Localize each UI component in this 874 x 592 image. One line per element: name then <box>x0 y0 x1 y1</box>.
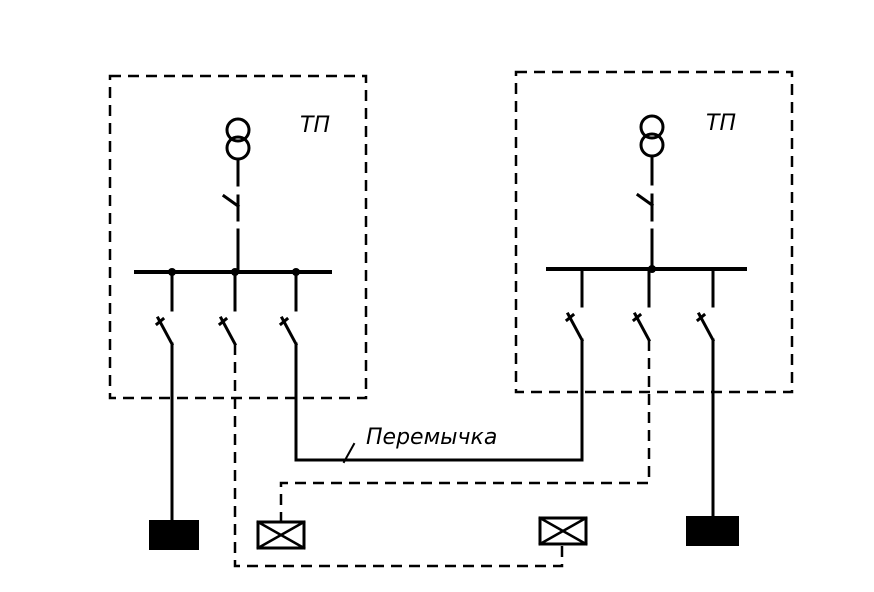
jumper-leader <box>342 442 356 464</box>
cable-left-dashed <box>233 344 564 568</box>
feeder-switch-left-2-icon <box>217 270 238 347</box>
feeder-switch-right-2-icon <box>631 267 652 343</box>
feeder-switch-right-1-icon <box>564 267 585 343</box>
feeder-switch-right-3-icon <box>695 267 716 518</box>
incoming-switch-left-icon <box>221 193 241 274</box>
cable-box-left-icon <box>256 520 306 550</box>
incoming-switch-right-icon <box>635 192 655 271</box>
feeder-switch-left-3-icon <box>278 270 299 347</box>
substation-right-boundary <box>514 70 794 394</box>
jumper-label: Перемычка <box>366 425 497 450</box>
cable-right-dashed <box>279 340 651 522</box>
jumper-line <box>294 338 584 462</box>
substation-left: ТП <box>108 74 368 522</box>
cable-box-right-icon <box>538 516 588 546</box>
load-block-right <box>686 516 739 546</box>
substation-right-label: ТП <box>706 111 736 136</box>
load-block-left <box>149 520 199 550</box>
feeder-switch-left-1-icon <box>154 270 175 522</box>
substation-right: ТП <box>514 70 794 518</box>
substation-left-boundary <box>108 74 368 400</box>
substation-left-label: ТП <box>300 113 330 138</box>
transformer-left-icon <box>225 117 251 187</box>
transformer-right-icon <box>639 114 665 186</box>
